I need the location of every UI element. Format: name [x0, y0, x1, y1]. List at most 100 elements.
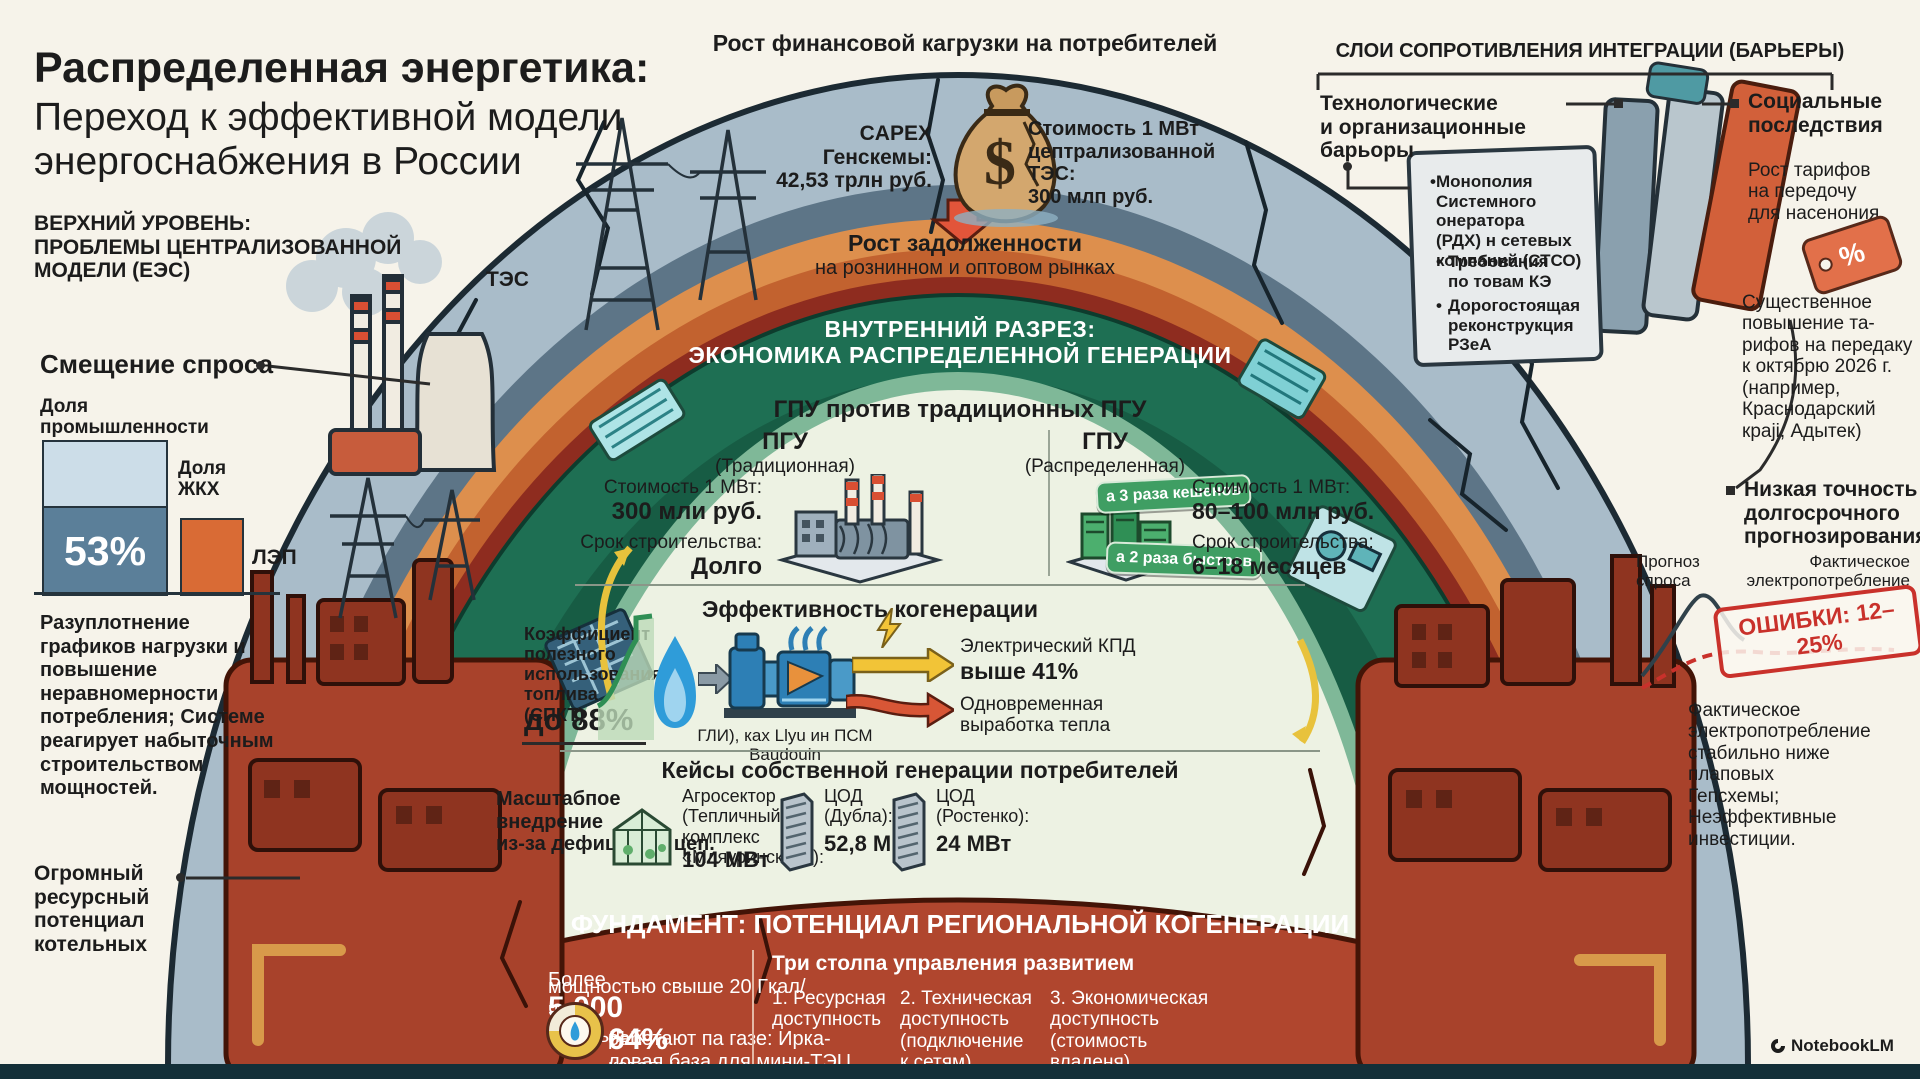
bullet: • — [1430, 172, 1436, 191]
percent-symbol: % — [1835, 235, 1869, 274]
case-agro-value: 104 МВт — [682, 847, 770, 872]
industry-bar-value: 53% — [63, 527, 147, 574]
boilers-capacity-line: мощностью свыше 20 Гкал/ч — [548, 976, 806, 1021]
gas-share-donut — [546, 1002, 604, 1060]
capex-note: CAPEX Генскемы: 42,53 трлн руб. — [776, 122, 932, 193]
lep-label: ЛЭП — [252, 546, 297, 569]
foundation-divider — [752, 950, 754, 1066]
industry-share-label: Доля промышленности — [40, 396, 209, 439]
transmission-pylons — [330, 117, 766, 619]
demand-shift-label: Смещение спроса — [40, 349, 274, 379]
barrier-layers — [1406, 61, 1801, 367]
housing-share-label: Доля ЖКХ — [178, 458, 227, 501]
connector-square — [1726, 486, 1735, 495]
forecast-title: Низкая точность долгосрочного прогнозиро… — [1744, 478, 1920, 549]
gpu-cost-value: 80–100 млн руб. — [1192, 498, 1375, 524]
page-subtitle-1: Переход к эффективной модели — [34, 96, 623, 139]
tariff-note: Существенное повышение та- рифов на пере… — [1742, 292, 1913, 442]
engine-caption: ГЛИ), ках Llyu ин ПСМ Baudouin — [697, 726, 873, 765]
section-divider — [560, 750, 1320, 752]
cases-title: Кейсы собственной генерации потребителей — [661, 757, 1179, 783]
case-dc1-name: ЦОД (Дубла): — [824, 786, 893, 827]
notebooklm-logo-icon — [1771, 1038, 1785, 1053]
gpu-type: (Распределенная) — [1024, 456, 1186, 477]
forecast-bottom-note: Фактическое электропотребление стабильно… — [1688, 700, 1871, 850]
page-title: Распределенная энергетика: — [34, 44, 650, 92]
pgu-term-value: Долго — [690, 553, 762, 580]
forecast-left-label: Прогноз спроса — [1636, 552, 1700, 591]
barrier-card-item-2: Требования по товам КЭ — [1448, 252, 1552, 291]
pillars-title: Три столпа управления развитием — [772, 952, 1135, 975]
bar-chart-baseline — [34, 592, 280, 595]
case-dc2-name: ЦОД (Ростенко): — [936, 786, 1030, 827]
gas-share-value: 64% — [608, 1022, 669, 1056]
connector-square — [1614, 99, 1623, 108]
datacenter-icon — [888, 792, 928, 872]
connector-dot — [256, 361, 265, 370]
forecast-right-label: Фактическое электропотребление — [1746, 552, 1910, 591]
bullet: • — [1436, 252, 1442, 271]
social-note: Рост тарифов на передочу для насенония — [1748, 160, 1880, 224]
gas-engine-icon — [722, 622, 858, 722]
fuel-value-underline — [522, 742, 646, 745]
ground-foundation — [223, 554, 1697, 1079]
top-level-heading: ВЕРХНИЙ УРОВЕНЬ: ПРОБЛЕМЫ ЦЕНТРАЛИЗОВАНН… — [34, 212, 402, 283]
case-dc2-value: 24 МВт — [936, 831, 1012, 856]
gpu-term-label: Срок строительства: — [1192, 532, 1374, 553]
pgu-cost-label: Стоимость 1 МВт: — [603, 477, 762, 498]
watermark: NotebookLM — [1770, 1036, 1894, 1055]
debt-growth-title: Рост задолженности — [847, 230, 1083, 256]
pillar-2: 2. Техническая доступность (подключение … — [900, 988, 1032, 1074]
tes-cost-note: Стоимость 1 МВт цептрализованной ТЭС: 30… — [1028, 118, 1216, 208]
electric-kpd-label: Электрический КПД — [960, 636, 1136, 657]
bullet: • — [1436, 296, 1442, 315]
cogeneration-title: Эффективность когенерации — [702, 596, 1038, 622]
connector-lines — [186, 72, 1834, 880]
datacenter-icon — [776, 792, 816, 872]
connector-dot — [1343, 162, 1352, 171]
tes-label: ТЭС — [486, 268, 529, 291]
money-bag-icon: $ — [940, 78, 1070, 228]
comparison-divider — [1048, 430, 1050, 576]
barrier-card-item-3: Дорогостоящая реконструкция РЗеА — [1448, 296, 1581, 355]
traditional-plant-icon — [772, 472, 948, 586]
greenhouse-icon — [610, 806, 674, 870]
boilers-prefix: Более — [548, 968, 606, 991]
watermark-text: NotebookLM — [1791, 1036, 1894, 1055]
electric-kpd-value: выше 41% — [960, 658, 1079, 684]
gpu-name: ГПУ — [1082, 428, 1128, 455]
comparison-title: ГПУ против традиционных ПГУ — [773, 396, 1147, 423]
social-title: Социальные последствия — [1748, 90, 1883, 137]
pgu-cost-value: 300 мли руб. — [611, 498, 762, 525]
heat-output-label: Одновременная выработка тепла — [960, 694, 1111, 737]
boiler-resource-note: Огромный ресурсный потенциал котельных — [34, 862, 150, 957]
gas-flame-icon — [652, 634, 698, 730]
gpu-term-value: 6–18 месяцев — [1192, 553, 1347, 579]
barrier-card-item-1: Монополия Системного онератора (РДХ) н с… — [1436, 172, 1582, 270]
foundation-title: ФУНДАМЕНТ: ПОТЕНЦИАЛ РЕГИОНАЛЬНОЙ КОГЕНЕ… — [570, 909, 1350, 939]
bottom-bar — [0, 1064, 1920, 1079]
gas-flame-mini-icon — [559, 1015, 591, 1047]
fuel-efficiency-curve — [596, 610, 658, 742]
svg-text:$: $ — [984, 127, 1016, 198]
pgu-name: ПГУ — [762, 428, 808, 455]
barriers-header: СЛОИ СОПРОТИВЛЕНИЯ ИНТЕГРАЦИИ (БАРЬЕРЫ) — [1335, 40, 1845, 62]
industry-bar-light-segment — [42, 440, 168, 508]
inner-band-title: ВНУТРЕННИЙ РАЗРЕЗ: ЭКОНОМИКА РАСПРЕДЕЛЕН… — [688, 316, 1232, 368]
pgu-type: (Традиционная) — [715, 456, 855, 477]
pillar-1: 1. Ресурсная доступность — [772, 988, 886, 1031]
financial-load-title: Рост финансовой кагрузки на потребителей — [712, 30, 1218, 56]
housing-bar — [180, 518, 244, 596]
input-arrow-icon — [697, 661, 734, 697]
demand-shift-note: Разуплотнение графиков нагрузки и повыше… — [40, 612, 274, 800]
heat-output-arrow — [844, 688, 957, 729]
industry-bar: 53% — [42, 506, 168, 596]
tech-barriers-title: Технологические и организационные барьор… — [1320, 92, 1526, 163]
gpu-cost-label: Стоимость 1 МВт: — [1192, 477, 1351, 498]
connector-dot — [176, 873, 185, 882]
page-subtitle-2: энергоснабжения в России — [34, 140, 522, 183]
lightning-icon — [876, 607, 902, 649]
pillar-3: 3. Экономическая доступность (стоимость … — [1050, 988, 1209, 1074]
power-plant-illustration — [286, 212, 497, 476]
